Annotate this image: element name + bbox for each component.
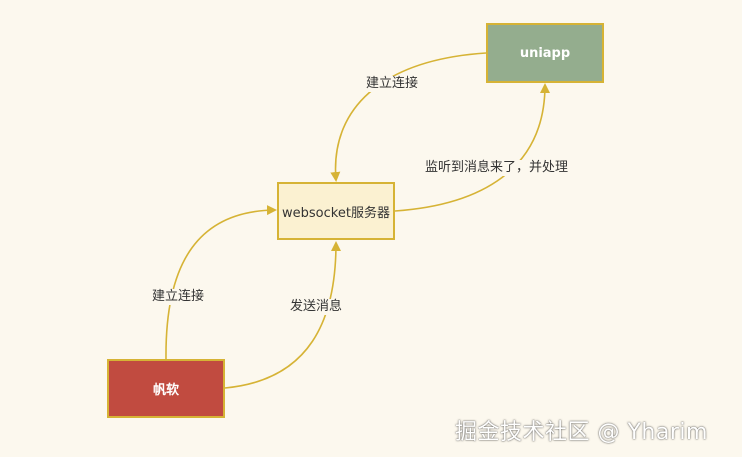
node-uniapp-label: uniapp <box>519 45 571 61</box>
edge-fanruan-to-server-connect <box>165 205 277 360</box>
watermark: 掘金技术社区 @ Yharim <box>455 420 708 445</box>
edge-label-uniapp-connect: 建立连接 <box>366 76 419 92</box>
edge-fanruan-to-server-send <box>224 241 341 389</box>
node-websocket-server-label: websocket服务器 <box>282 205 390 221</box>
edge-server-to-uniapp <box>394 83 550 212</box>
edge-label-server-listen: 监听到消息来了，并处理 <box>425 160 569 176</box>
node-uniapp[interactable]: uniapp <box>486 23 604 83</box>
node-websocket-server[interactable]: websocket服务器 <box>277 182 395 240</box>
edge-label-fanruan-send: 发送消息 <box>290 299 343 315</box>
edge-label-fanruan-connect: 建立连接 <box>152 289 205 305</box>
node-fanruan[interactable]: 帆软 <box>107 359 225 418</box>
edge-uniapp-to-server <box>330 52 487 182</box>
node-fanruan-label: 帆软 <box>152 383 179 398</box>
